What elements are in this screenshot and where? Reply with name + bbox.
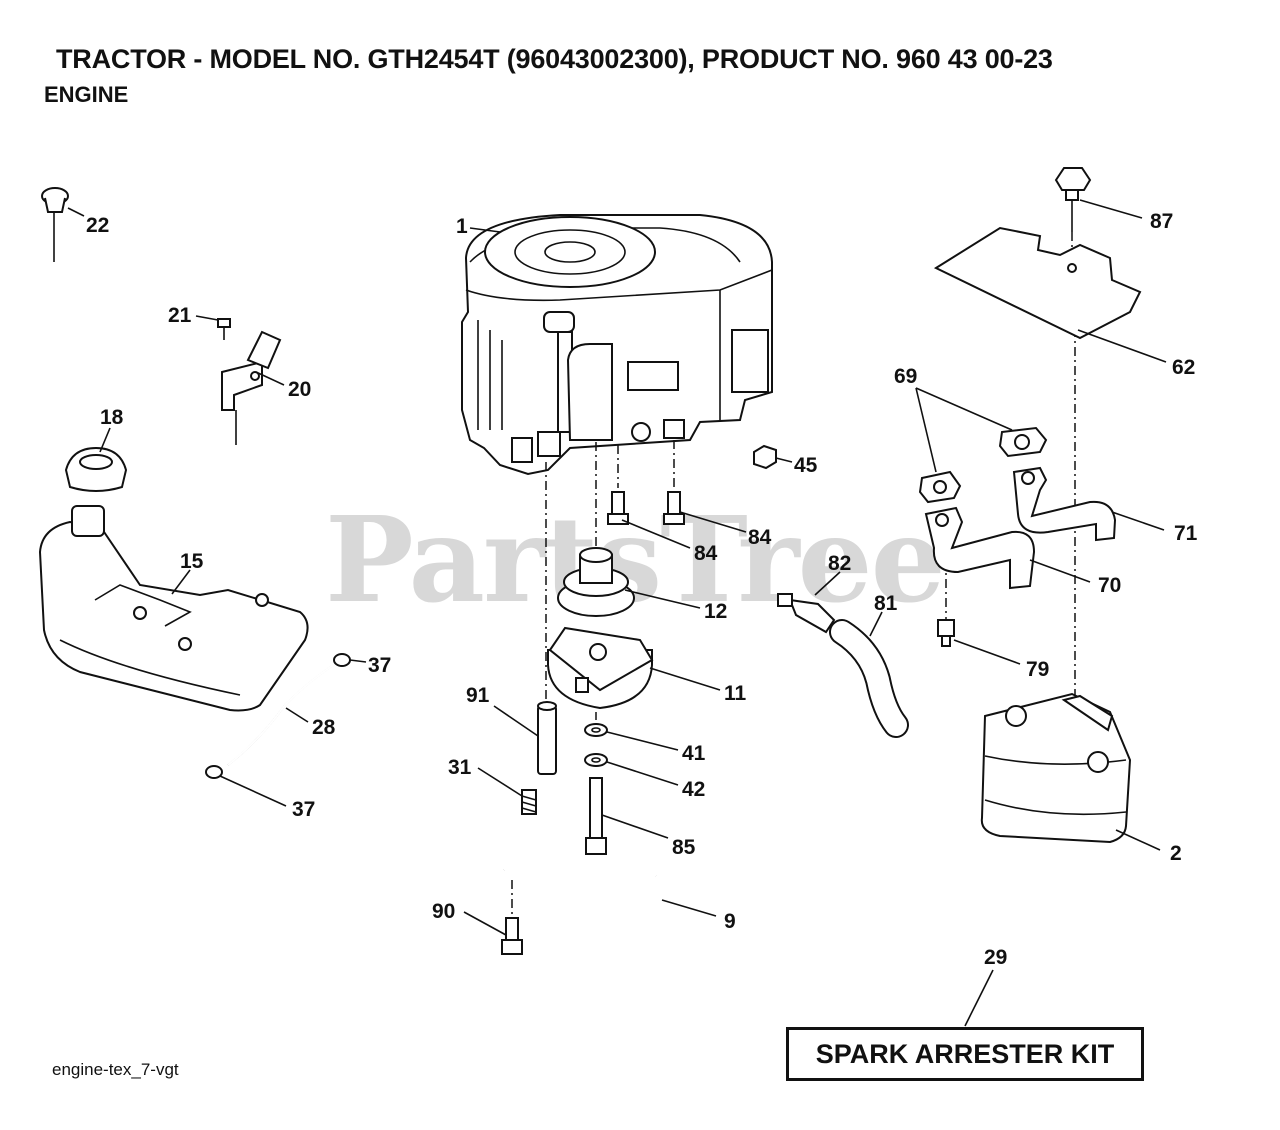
callout-31: 31 (448, 756, 472, 779)
callout-37-lower: 37 (292, 798, 315, 821)
callout-18: 18 (100, 406, 124, 429)
part-90-screw[interactable] (501, 917, 523, 955)
part-2-muffler[interactable] (980, 692, 1132, 844)
callout-20: 20 (288, 378, 311, 401)
callout-28: 28 (312, 716, 336, 739)
spark-arrester-kit-box[interactable]: SPARK ARRESTER KIT (786, 1027, 1144, 1081)
part-91-spacer[interactable] (537, 701, 557, 775)
callout-62: 62 (1172, 356, 1195, 379)
callout-9: 9 (724, 910, 736, 933)
callout-1: 1 (456, 215, 468, 238)
part-31-spring[interactable] (521, 789, 537, 815)
drawing-id: engine-tex_7-vgt (52, 1060, 179, 1079)
callout-11: 11 (724, 682, 747, 705)
part-37-hose-clamp-upper[interactable] (333, 653, 351, 667)
section-title: ENGINE (44, 82, 129, 107)
callout-84-right: 84 (748, 526, 772, 549)
callout-45: 45 (794, 454, 818, 477)
part-42-washer[interactable] (584, 753, 608, 767)
part-70-exhaust-pipe[interactable] (924, 506, 1036, 590)
callout-22: 22 (86, 214, 109, 237)
callout-37-upper: 37 (368, 654, 391, 677)
part-82-fitting[interactable] (777, 593, 836, 634)
part-45-nut[interactable] (753, 444, 777, 470)
part-71-exhaust-pipe[interactable] (1012, 466, 1117, 542)
part-37-hose-clamp-lower[interactable] (205, 765, 223, 779)
callout-71: 71 (1174, 522, 1198, 545)
part-87-knob[interactable] (1054, 167, 1092, 232)
callout-90: 90 (432, 900, 455, 923)
callout-81: 81 (874, 592, 898, 615)
part-62-heat-shield[interactable] (933, 226, 1142, 340)
callout-12: 12 (704, 600, 727, 623)
callout-numbers: 1 22 21 20 18 15 37 28 37 45 84 84 12 82… (86, 210, 1198, 969)
part-18-fuel-cap[interactable] (64, 446, 128, 492)
callout-84-left: 84 (694, 542, 718, 565)
callout-87: 87 (1150, 210, 1173, 233)
part-21-screw[interactable] (217, 318, 231, 340)
part-22-dipstick[interactable] (41, 187, 69, 262)
part-85-bolt[interactable] (585, 777, 607, 855)
callout-42: 42 (682, 778, 705, 801)
spark-arrester-kit-label: SPARK ARRESTER KIT (815, 1038, 1115, 1069)
callout-70: 70 (1098, 574, 1121, 597)
callout-41: 41 (682, 742, 706, 765)
callout-82: 82 (828, 552, 851, 575)
callout-85: 85 (672, 836, 696, 859)
callout-15: 15 (180, 550, 204, 573)
part-84-bolt-right[interactable] (663, 491, 685, 525)
part-84-bolt-left[interactable] (607, 491, 629, 525)
callout-79: 79 (1026, 658, 1049, 681)
callout-29: 29 (984, 946, 1007, 969)
part-28-fuel-line[interactable] (227, 661, 339, 766)
part-79-screw[interactable] (937, 619, 955, 647)
part-69-gasket-top[interactable] (998, 426, 1048, 458)
part-81-hose[interactable] (829, 619, 909, 738)
part-41-washer[interactable] (584, 723, 608, 737)
part-20-throttle-bracket[interactable] (221, 330, 282, 445)
callout-91: 91 (466, 684, 490, 707)
part-9-bracket-rod[interactable] (502, 862, 704, 962)
watermark: PartsTree (325, 490, 946, 629)
leader-lines (67, 199, 1167, 1027)
part-15-fuel-tank[interactable] (38, 505, 309, 712)
part-12-pulley[interactable] (557, 547, 635, 617)
callout-21: 21 (168, 304, 192, 327)
part-1-engine[interactable] (461, 214, 773, 476)
part-11-pto-clutch[interactable] (547, 626, 654, 710)
page-title: TRACTOR - MODEL NO. GTH2454T (9604300230… (56, 44, 1053, 74)
callout-69: 69 (894, 365, 917, 388)
part-69-gasket-left[interactable] (918, 470, 962, 504)
callout-2: 2 (1170, 842, 1182, 865)
